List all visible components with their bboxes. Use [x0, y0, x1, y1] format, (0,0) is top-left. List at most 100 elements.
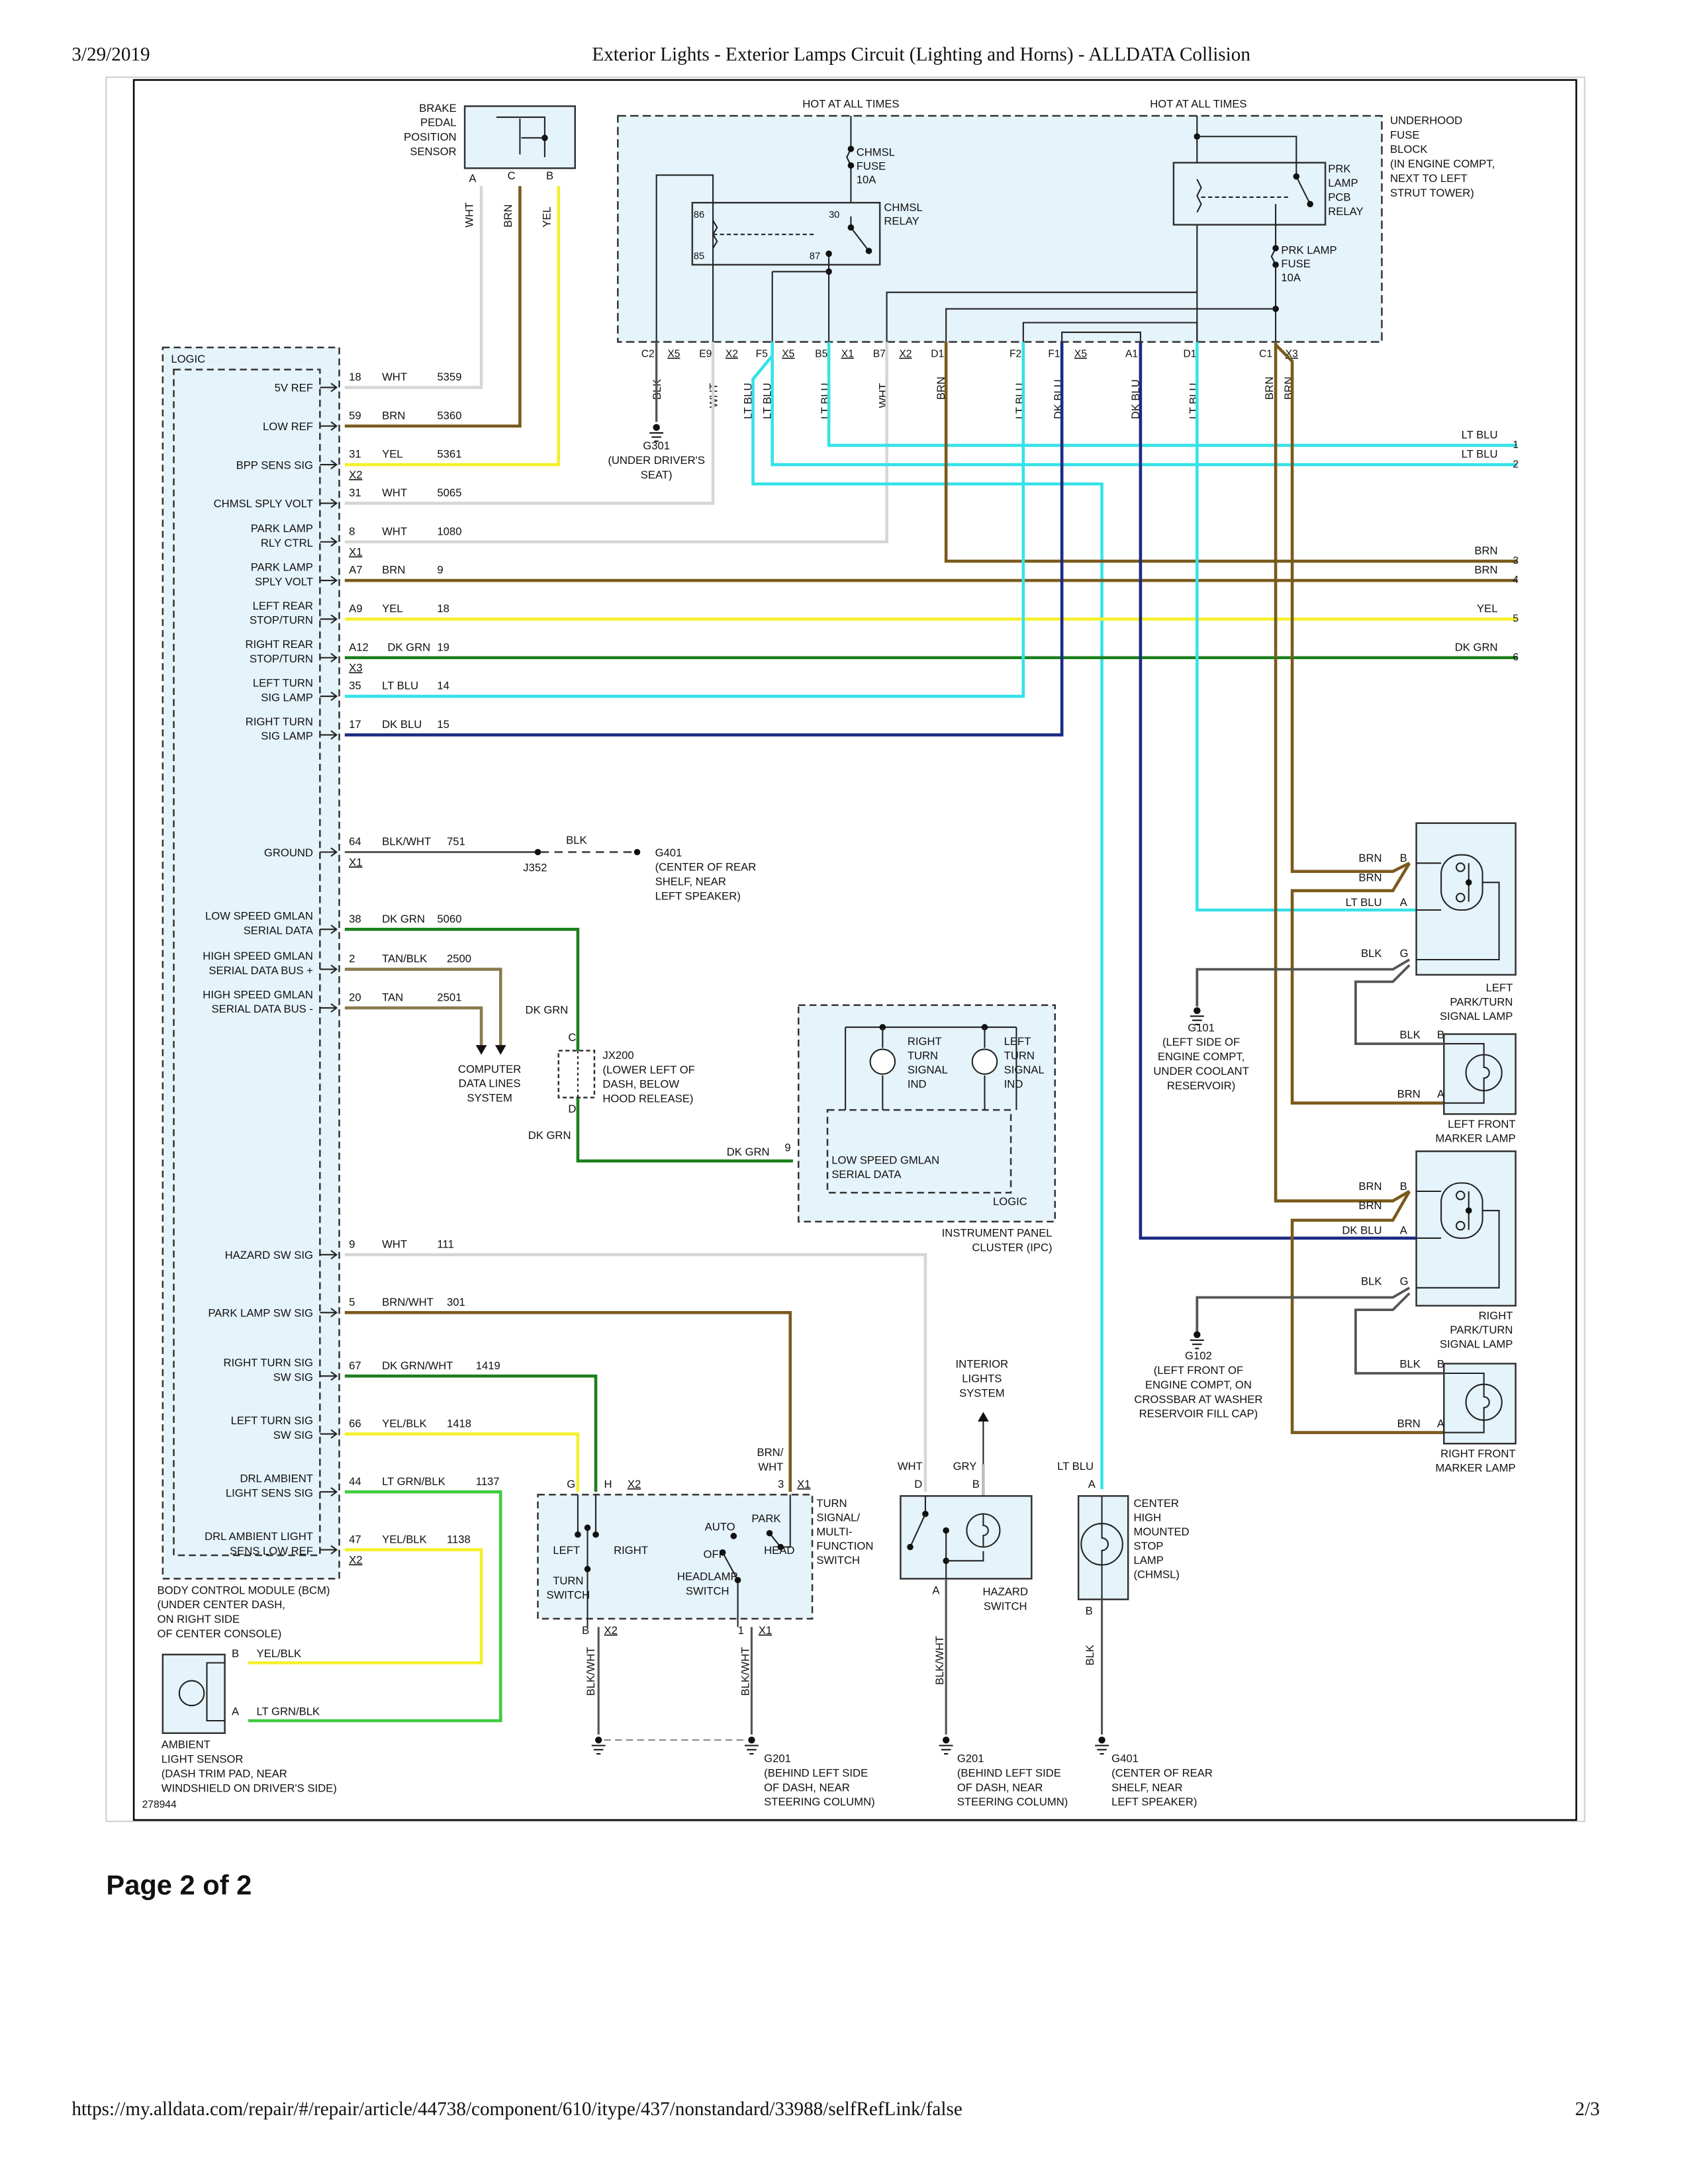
connector-pin: F5 — [756, 349, 769, 360]
ipc-serial-data-label: LOW SPEED GMLAN — [831, 1154, 939, 1166]
bpp-sensor-label: POSITION — [404, 130, 457, 143]
chmsl-relay-label: CHMSL — [884, 201, 922, 214]
interior-lights-label: SYSTEM — [959, 1387, 1005, 1399]
ground-icon — [633, 848, 641, 856]
connector-pin: A — [1400, 896, 1408, 909]
circuit-number: 5360 — [437, 409, 461, 422]
wire-color-label: LT BLU — [382, 680, 418, 692]
wire-color-label: DK GRN — [528, 1129, 571, 1142]
bcm-pin-number: 31 — [349, 448, 361, 461]
relay-coil-icon — [1196, 179, 1202, 213]
switch-position-label: HEAD — [764, 1544, 794, 1557]
chmsl-label: (CHMSL) — [1134, 1568, 1180, 1580]
print-page-count: 2/3 — [1575, 2099, 1599, 2120]
chmsl-label: CENTER — [1134, 1497, 1179, 1510]
bcm-pin-number: 64 — [349, 835, 361, 848]
fuse-block-label: BLOCK — [1390, 143, 1427, 156]
g101-label: UNDER COOLANT — [1153, 1065, 1248, 1077]
bcm-pin-label: SERIAL DATA — [244, 924, 314, 936]
turn-signal-multifunction-switch — [537, 1494, 814, 1620]
bpp-sensor-label: SENSOR — [410, 145, 456, 158]
bcm-pin-arrow — [330, 1371, 338, 1381]
offpage-reference: 1 — [1513, 439, 1519, 451]
left_marker-label: LEFT FRONT — [1448, 1118, 1515, 1130]
wire — [576, 1097, 793, 1163]
ambient-sensor-label: LIGHT SENSOR — [162, 1753, 244, 1766]
circuit-number: 111 — [437, 1238, 453, 1250]
g101-label: RESERVOIR) — [1167, 1079, 1235, 1092]
ground-icon — [591, 1736, 606, 1755]
g401-label: G401 — [655, 846, 682, 859]
fuse-block-label: (IN ENGINE COMPT, — [1390, 158, 1495, 170]
connector-id: X5 — [782, 349, 794, 360]
switch-position-label: PARK — [751, 1512, 780, 1525]
wire-color-label: YEL — [382, 602, 402, 615]
connector-pin: D1 — [1184, 349, 1197, 360]
bcm-pin-arrow — [330, 1250, 338, 1259]
wire-color-label: LT BLU — [1462, 429, 1498, 441]
g401-label: SHELF, NEAR — [655, 876, 726, 888]
bcm-pin-number: 5 — [349, 1296, 355, 1308]
bcm-pin-number: 38 — [349, 913, 361, 925]
chmsl-fuse-label: CHMSL — [857, 146, 895, 158]
splice-dot — [825, 250, 832, 257]
diagram-label: 87 — [810, 251, 820, 262]
splice-dot — [1465, 879, 1472, 886]
hot-at-all-times-label: HOT AT ALL TIMES — [802, 98, 899, 111]
bcm-pin-label: BPP SENS SIG — [236, 459, 313, 471]
splice-dot — [943, 1527, 949, 1534]
connector-pin: B — [546, 169, 553, 182]
bcm-pin-number: 44 — [349, 1475, 361, 1488]
indicator-lamp-icon — [971, 1048, 998, 1075]
source-url[interactable]: https://my.alldata.com/repair/#/repair/a… — [71, 2099, 962, 2120]
bcm-pin-arrow — [330, 1545, 338, 1555]
circuit-line — [1444, 1090, 1485, 1104]
photo-sensor-icon — [178, 1680, 205, 1707]
diagram-label: 85 — [694, 251, 704, 262]
connector-pin: A — [932, 1584, 940, 1596]
bcm-pin-label: STOP/TURN — [250, 614, 313, 627]
splice-dot — [777, 1543, 784, 1551]
circuit-line — [1061, 332, 1141, 342]
g201-label: (BEHIND LEFT SIDE — [764, 1766, 868, 1779]
wire — [344, 341, 888, 544]
bcm-label: ON RIGHT SIDE — [158, 1613, 240, 1625]
connector-pin: A1 — [1125, 349, 1138, 360]
bcm-pin-number: 31 — [349, 486, 361, 499]
bcm-pin-label: 5V REF — [275, 382, 313, 394]
jx200-label: JX200 — [602, 1049, 633, 1062]
splice-dot — [847, 224, 855, 231]
connector-pin: 9 — [784, 1142, 790, 1154]
wire-color-label: LT BLU — [1057, 1460, 1094, 1473]
connector-pin: C1 — [1259, 349, 1272, 360]
g102-label: (LEFT FRONT OF — [1154, 1364, 1243, 1377]
splice-dot — [584, 1524, 591, 1531]
wire-color-label: YEL — [1477, 602, 1497, 615]
connector-pin: D1 — [931, 349, 944, 360]
wire-color-label: BRN/ — [757, 1446, 784, 1459]
ground-icon — [649, 424, 664, 442]
bcm-pin-arrow — [330, 537, 338, 547]
chmsl-g401-label: G401 — [1111, 1752, 1139, 1765]
fuse-block-label: STRUT TOWER) — [1390, 187, 1474, 199]
bcm-pin-arrow — [330, 498, 338, 508]
splice-dot — [734, 1576, 741, 1584]
bcm-pin-label: PARK LAMP — [251, 561, 313, 574]
circuit-line — [1444, 1420, 1485, 1433]
wire-color-label: BLK — [1361, 1275, 1382, 1288]
wire-color-label: BRN — [382, 409, 405, 422]
bcm-pin-arrow — [330, 653, 338, 662]
page-title: Exterior Lights - Exterior Lamps Circuit… — [592, 44, 1250, 66]
left_lamp-label: PARK/TURN — [1450, 995, 1513, 1008]
switch-position-label: LEFT — [553, 1544, 580, 1557]
prk-relay-label: RELAY — [1328, 205, 1363, 218]
hazard-switch-label: HAZARD — [983, 1585, 1028, 1598]
hazard-switch — [900, 1495, 1033, 1580]
bcm-pin-number: 17 — [349, 718, 361, 731]
right_lamp-label: RIGHT — [1479, 1310, 1513, 1322]
wire-color-label: BRN — [382, 564, 405, 576]
wire-color-label: BRN — [1474, 564, 1497, 576]
circuit-line — [769, 1494, 791, 1548]
